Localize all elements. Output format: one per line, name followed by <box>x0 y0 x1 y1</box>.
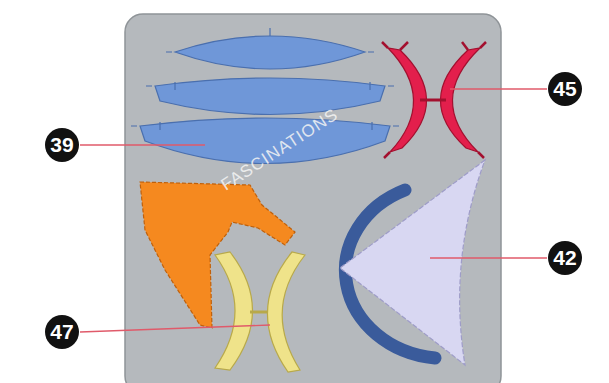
callout-number: 39 <box>45 128 79 162</box>
part-42 <box>340 160 485 365</box>
part-39 <box>131 28 399 164</box>
part-45 <box>382 42 486 158</box>
callout-number: 42 <box>548 241 582 275</box>
callout-number: 45 <box>548 72 582 106</box>
callout-number: 47 <box>45 315 79 349</box>
part-47 <box>140 182 305 372</box>
leader-lines <box>80 89 547 332</box>
